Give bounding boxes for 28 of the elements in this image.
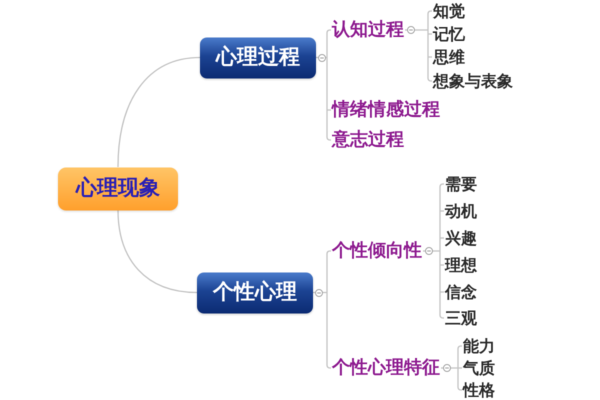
leaf-label: 思维 [432,47,466,67]
leaf-label: 动机 [444,201,478,221]
leaf-label: 想象与表象 [432,71,514,91]
leaf-label: 气质 [462,358,496,378]
subtopic-label: 情绪情感过程 [331,99,441,121]
leaf-label: 需要 [444,174,478,194]
branch-line [117,210,198,294]
branch-line [315,29,332,141]
leaf-label: 能力 [462,336,496,356]
topic-box: 心理过程 [200,37,316,78]
branch-line [312,250,332,369]
subtopic-label: 意志过程 [331,129,405,151]
topic-box: 个性心理 [197,272,313,313]
branch-line [422,183,445,319]
leaf-label: 知觉 [432,1,466,21]
leaf-label: 兴趣 [444,228,478,248]
subtopic-label: 个性倾向性 [331,240,423,262]
leaf-label: 信念 [444,282,478,302]
subtopic-label: 个性心理特征 [331,357,441,379]
central-topic-box: 心理现象 [58,167,178,210]
branch-line [404,10,433,82]
leaf-label: 性格 [462,380,496,400]
leaf-label: 理想 [444,255,478,275]
leaf-label: 记忆 [432,24,466,44]
branch-line [117,56,200,168]
subtopic-label: 认知过程 [331,19,405,41]
leaf-label: 三观 [444,308,478,328]
branch-line [440,345,463,391]
